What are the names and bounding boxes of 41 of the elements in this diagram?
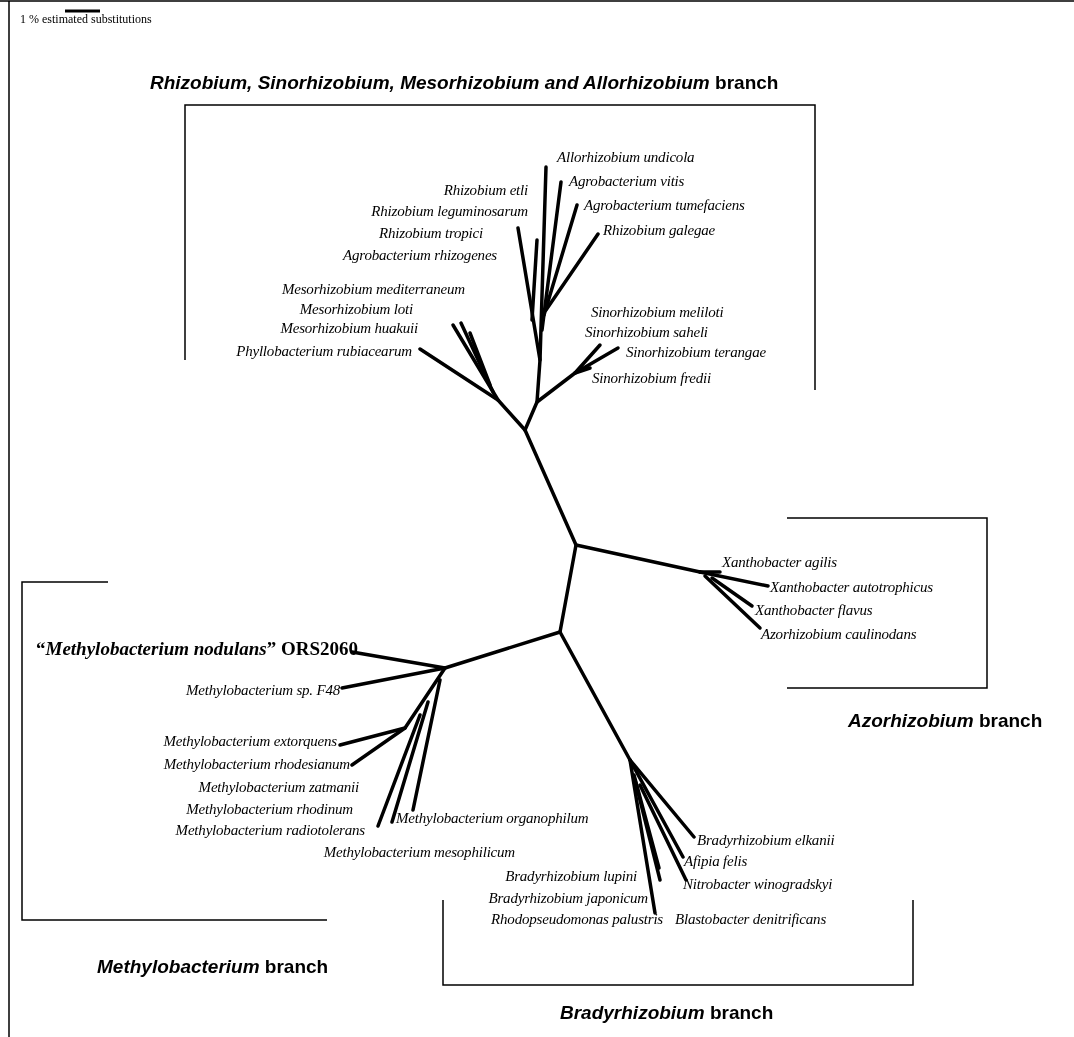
- species-label: Phyllobacterium rubiacearum: [236, 343, 412, 359]
- species-label: Afipia felis: [684, 853, 747, 869]
- species-label: Mesorhizobium huakuii: [280, 320, 418, 336]
- scale-label: 1 % estimated substitutions: [20, 13, 152, 25]
- species-label: Sinorhizobium fredii: [592, 370, 711, 386]
- species-label: Methylobacterium rhodesianum: [163, 756, 350, 772]
- species-label: Rhizobium leguminosarum: [371, 203, 528, 219]
- species-label: Bradyrhizobium elkanii: [697, 832, 835, 848]
- species-label: Methylobacterium sp. F48: [186, 682, 340, 698]
- species-label: Methylobacterium mesophilicum: [323, 844, 515, 860]
- species-label: Agrobacterium vitis: [569, 173, 685, 189]
- species-label: Sinorhizobium saheli: [585, 324, 708, 340]
- species-label: Mesorhizobium mediterraneum: [281, 281, 465, 297]
- group-title: Rhizobium, Sinorhizobium, Mesorhizobium and Allorhizobium branch: [150, 72, 779, 92]
- group-title: Methylobacterium branch: [97, 956, 329, 976]
- species-label: Methylobacterium zatmanii: [198, 779, 359, 795]
- species-label: Azorhizobium caulinodans: [761, 626, 917, 642]
- species-label: Rhizobium etli: [443, 182, 528, 198]
- species-label: Nitrobacter winogradskyi: [683, 876, 833, 892]
- species-label: Blastobacter denitrificans: [675, 911, 827, 927]
- species-label: Agrobacterium rhizogenes: [343, 247, 497, 263]
- species-label: Xanthobacter agilis: [722, 554, 837, 570]
- species-label: Methylobacterium extorquens: [163, 733, 337, 749]
- species-label: Sinorhizobium terangae: [626, 344, 766, 360]
- species-label: Mesorhizobium loti: [299, 301, 413, 317]
- species-label: Xanthobacter autotrophicus: [770, 579, 933, 595]
- group-title: Azorhizobium branch: [848, 710, 1043, 730]
- species-label: Rhodopseudomonas palustris: [491, 911, 663, 927]
- species-label: Methylobacterium organophilum: [396, 810, 589, 826]
- species-label: Bradyrhizobium lupini: [505, 868, 637, 884]
- species-label: “Methylobacterium nodulans” ORS2060: [36, 638, 358, 658]
- group-title: Bradyrhizobium branch: [560, 1002, 774, 1022]
- species-label: Bradyrhizobium japonicum: [488, 890, 648, 906]
- species-label: Methylobacterium rhodinum: [186, 801, 353, 817]
- species-label: Rhizobium galegae: [603, 222, 715, 238]
- species-label: Sinorhizobium meliloti: [591, 304, 724, 320]
- species-label: Agrobacterium tumefaciens: [584, 197, 745, 213]
- species-label: Methylobacterium radiotolerans: [175, 822, 365, 838]
- species-label: Allorhizobium undicola: [557, 149, 695, 165]
- species-label: Xanthobacter flavus: [755, 602, 873, 618]
- species-label: Rhizobium tropici: [379, 225, 483, 241]
